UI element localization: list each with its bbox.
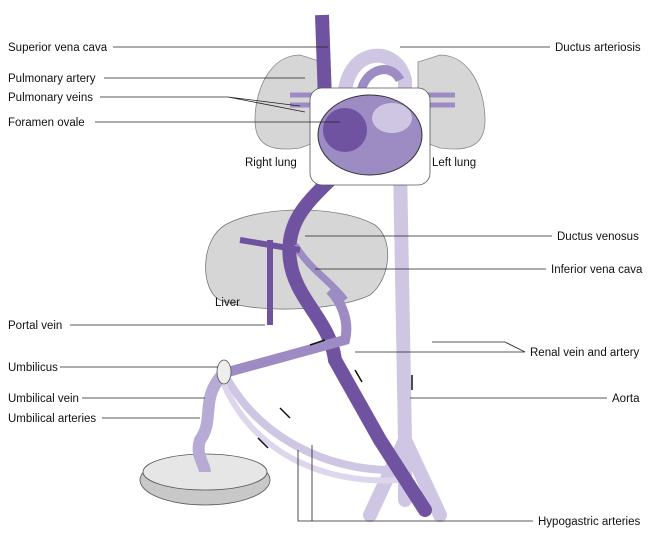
label-pulmonary-artery: Pulmonary artery (8, 73, 96, 85)
label-umbilical-vein: Umbilical vein (8, 393, 79, 405)
aortic-arch (337, 48, 412, 165)
label-right-lung: Right lung (245, 157, 297, 169)
aorta-vessel (363, 158, 447, 522)
umbilical-vein-vessel (226, 286, 352, 377)
label-left-lung: Left lung (432, 157, 476, 169)
label-umbilical-arteries: Umbilical arteries (8, 413, 96, 425)
label-superior-vena-cava: Superior vena cava (8, 42, 108, 54)
portal-vein-vessel (239, 237, 301, 325)
label-inferior-vena-cava: Inferior vena cava (551, 264, 643, 276)
left-lung (417, 54, 486, 150)
umbilicus-ring (216, 359, 232, 385)
label-ductus-arteriosis: Ductus arteriosis (555, 42, 641, 54)
label-umbilicus: Umbilicus (8, 362, 58, 374)
label-portal-vein: Portal vein (8, 320, 62, 332)
label-foramen-ovale: Foramen ovale (8, 117, 85, 129)
label-aorta: Aorta (612, 393, 640, 405)
flow-arrows (257, 339, 413, 449)
label-ductus-venosus: Ductus venosus (557, 231, 639, 243)
label-renal-vein-artery: Renal vein and artery (530, 347, 640, 359)
umbilical-arteries-vessel (221, 373, 391, 474)
umbilical-arteries-vessel-2 (219, 378, 401, 484)
right-lung (254, 54, 323, 150)
label-pulmonary-veins: Pulmonary veins (8, 92, 93, 104)
umbilical-cord (192, 371, 227, 473)
right-atrium (323, 108, 367, 152)
pulmonary-vessels (290, 92, 455, 108)
leader-lines (60, 46, 607, 522)
superior-vena-cava-vessel (315, 14, 332, 101)
left-atrium (372, 103, 412, 133)
label-liver: Liver (215, 297, 240, 309)
label-hypogastric-arteries: Hypogastric arteries (538, 516, 641, 528)
